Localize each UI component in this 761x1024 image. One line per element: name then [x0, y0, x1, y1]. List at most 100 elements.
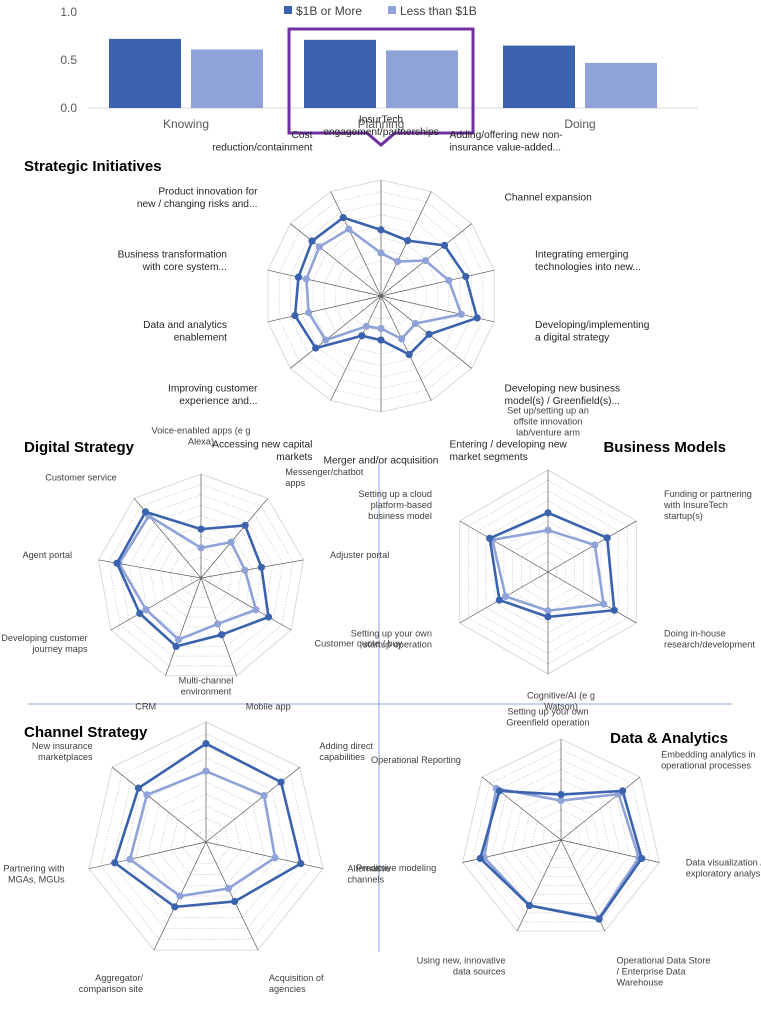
category-label: Data visualization / [686, 858, 761, 868]
category-label: research/development [664, 639, 755, 649]
category-label: comparison site [79, 984, 143, 994]
spoke [380, 269, 495, 297]
chart-title: Business Models [603, 439, 726, 456]
category-label: Using new, innovative [417, 956, 506, 966]
data-point [257, 563, 266, 571]
category-label: Channel expansion [505, 193, 592, 204]
data-point [308, 237, 316, 245]
data-point [302, 275, 310, 283]
grid-ring [170, 805, 242, 875]
category-label: exploratory analysis [686, 869, 761, 879]
category-label: markets [276, 452, 312, 463]
y-tick-label: 0.0 [60, 101, 77, 115]
category-label: CRM [135, 701, 156, 711]
chart-title: Data & Analytics [610, 730, 728, 747]
data-point [171, 903, 179, 911]
category-label: agencies [269, 984, 306, 994]
data-point [618, 787, 627, 795]
data-point [197, 525, 205, 533]
category-label: InsurTech [359, 114, 403, 125]
data-point [271, 854, 279, 862]
bar [503, 45, 575, 108]
data-point [411, 319, 420, 328]
category-label: startup operation [363, 639, 432, 649]
data-point [600, 600, 608, 608]
category-label: Agent portal [22, 550, 72, 560]
data-point [315, 243, 323, 251]
grid-ring [108, 483, 294, 667]
spoke [547, 571, 637, 624]
category-label: New insurance [32, 741, 93, 751]
data-point [214, 620, 222, 628]
spoke [267, 269, 382, 297]
category-label: with core system... [142, 262, 227, 273]
data-point [544, 607, 552, 615]
category-label: Aggregator/ [95, 973, 143, 983]
spoke [200, 559, 304, 579]
data-point [638, 854, 646, 863]
data-point [557, 797, 565, 805]
data-point [495, 787, 504, 795]
grid-ring [169, 546, 233, 608]
bar [109, 38, 181, 108]
category-label: business model [368, 511, 432, 521]
grid-ring [511, 789, 611, 886]
category-label: Acquisition of [269, 973, 324, 983]
category-label: model(s) / Greenfield(s)... [505, 396, 621, 407]
data-point [202, 767, 210, 775]
category-label: Business transformation [118, 250, 227, 261]
data-point [241, 521, 249, 530]
grid-ring [158, 793, 254, 886]
chart-title: Digital Strategy [24, 439, 135, 456]
data-point [377, 336, 385, 344]
spoke [111, 766, 207, 843]
highlight-callout [287, 27, 475, 147]
data-point [486, 534, 494, 542]
category-label: Alexa) [188, 436, 214, 446]
data-point [218, 631, 226, 639]
spoke [516, 839, 562, 932]
data-point [398, 335, 406, 343]
data-point [134, 784, 143, 792]
category-label: lab/venture arm [516, 427, 580, 437]
grid-ring [462, 738, 660, 932]
category-label: Operational Data Store [617, 956, 711, 966]
data-point [610, 606, 618, 614]
category-label: Setting up your own [507, 706, 588, 716]
category-label: Warehouse [617, 978, 664, 988]
grid-ring [193, 829, 219, 854]
series-line [482, 787, 641, 920]
data-point [202, 740, 210, 748]
data-point [525, 901, 534, 910]
category-label: Improving customer [168, 383, 258, 394]
category-label: Adding/offering new non- [450, 130, 563, 141]
data-point [377, 226, 385, 234]
grid-ring [471, 748, 651, 923]
data-point [142, 606, 150, 614]
radar-channel: Channel StrategyMulti-channelenvironment… [3, 675, 390, 994]
category-label: Set up/setting up an [507, 405, 589, 415]
spoke [200, 577, 292, 631]
category-label: Multi-channel [179, 675, 234, 685]
bar [585, 62, 657, 108]
category-label: Developing new business [505, 383, 621, 394]
data-point [377, 249, 385, 257]
grid-ring [139, 515, 263, 638]
data-point [339, 214, 347, 222]
data-point [394, 257, 402, 266]
data-point [377, 324, 385, 333]
data-point [264, 613, 273, 621]
data-point [322, 336, 330, 344]
spoke [205, 766, 301, 843]
spoke [165, 577, 202, 676]
legend-swatch [284, 6, 292, 14]
data-point [312, 344, 320, 352]
legend-label: Less than $1B [400, 4, 477, 18]
spoke [200, 498, 269, 579]
grid-ring [123, 757, 289, 919]
grid-ring [491, 768, 631, 905]
grid-ring [135, 769, 277, 908]
